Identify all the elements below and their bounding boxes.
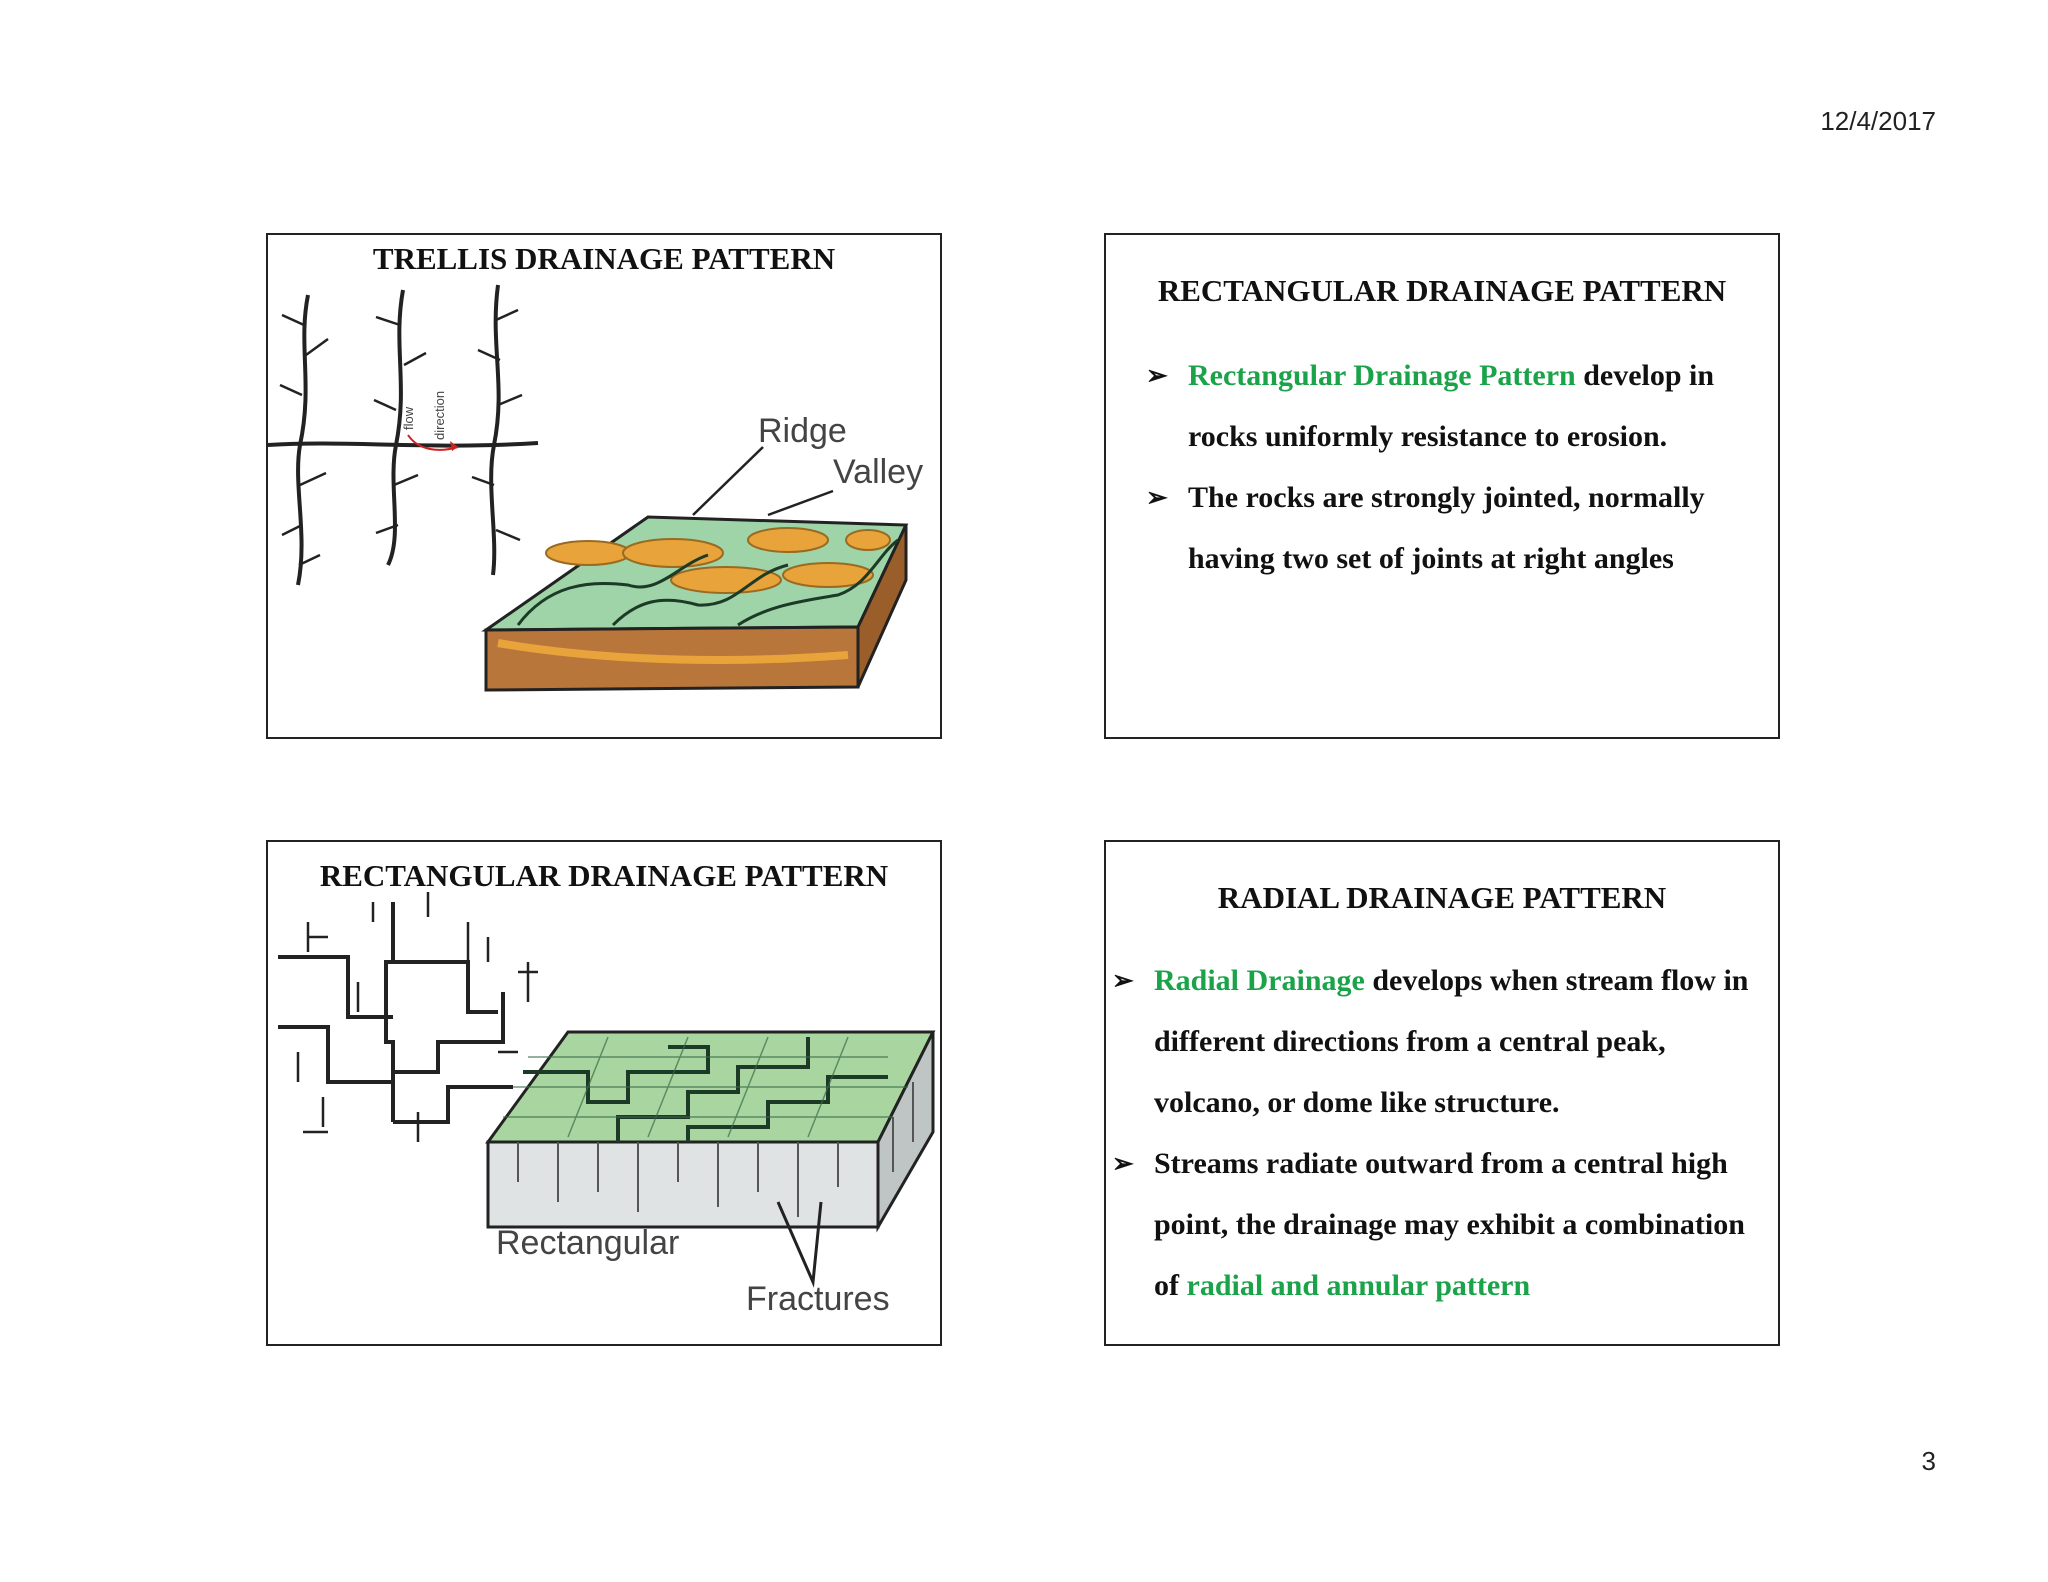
- page-number: 3: [1921, 1446, 1936, 1476]
- slide-radial-text: RADIAL DRAINAGE PATTERN ➢ Radial Drainag…: [1104, 840, 1780, 1346]
- flow-label: flow: [401, 406, 416, 430]
- rectangular-streams: [278, 892, 538, 1142]
- rectangular-block: [485, 1030, 936, 1233]
- highlight-text: Radial Drainage: [1154, 964, 1365, 997]
- slide-title: RADIAL DRAINAGE PATTERN: [1217, 880, 1667, 915]
- list-item: ➢ The rocks are strongly jointed, normal…: [1146, 467, 1766, 589]
- slide-trellis: TRELLIS DRAINAGE PATTERN flow direction: [266, 233, 942, 739]
- bullet-list: ➢ Radial Drainage develops when stream f…: [1112, 950, 1776, 1316]
- bullet-text: develops when stream flow in different d…: [1154, 964, 1749, 1119]
- bullet-text: develop in rocks uniformly resistance to…: [1188, 359, 1715, 453]
- slide-title: RECTANGULAR DRAINAGE PATTERN: [1157, 273, 1727, 308]
- trellis-diagram: flow direction Ridge Valle: [268, 284, 923, 692]
- list-item: ➢ Radial Drainage develops when stream f…: [1112, 950, 1776, 1133]
- arrowhead-bullet-icon: ➢: [1146, 483, 1168, 512]
- rectangular-label: Rectangular: [496, 1224, 679, 1262]
- arrowhead-bullet-icon: ➢: [1112, 966, 1134, 995]
- direction-label: direction: [432, 391, 447, 440]
- bullet-list: ➢ Rectangular Drainage Pattern develop i…: [1146, 345, 1766, 589]
- arrowhead-bullet-icon: ➢: [1146, 361, 1168, 390]
- page-date: 12/4/2017: [1820, 106, 1936, 136]
- arrowhead-bullet-icon: ➢: [1112, 1149, 1134, 1178]
- valley-label: Valley: [833, 453, 923, 491]
- trellis-streams: [268, 284, 539, 586]
- rectangular-diagram: Rectangular Fractures: [278, 892, 936, 1318]
- trellis-block: [481, 515, 909, 692]
- list-item: ➢ Streams radiate outward from a central…: [1112, 1133, 1776, 1316]
- slide-title: TRELLIS DRAINAGE PATTERN: [372, 241, 836, 276]
- slide-title: RECTANGULAR DRAINAGE PATTERN: [319, 858, 889, 893]
- slide-rectangular-figure: RECTANGULAR DRAINAGE PATTERN: [266, 840, 942, 1346]
- highlight-text: Rectangular Drainage Pattern: [1188, 359, 1576, 392]
- slide-rectangular-text: RECTANGULAR DRAINAGE PATTERN ➢ Rectangul…: [1104, 233, 1780, 739]
- fractures-label: Fractures: [746, 1280, 890, 1318]
- bullet-text: Streams radiate outward from a central h…: [1154, 1147, 1745, 1302]
- bullet-text: The rocks are strongly jointed, normally…: [1188, 481, 1705, 575]
- highlight-text: radial and annular pattern: [1186, 1269, 1531, 1302]
- ridge-label: Ridge: [758, 412, 847, 450]
- list-item: ➢ Rectangular Drainage Pattern develop i…: [1146, 345, 1766, 467]
